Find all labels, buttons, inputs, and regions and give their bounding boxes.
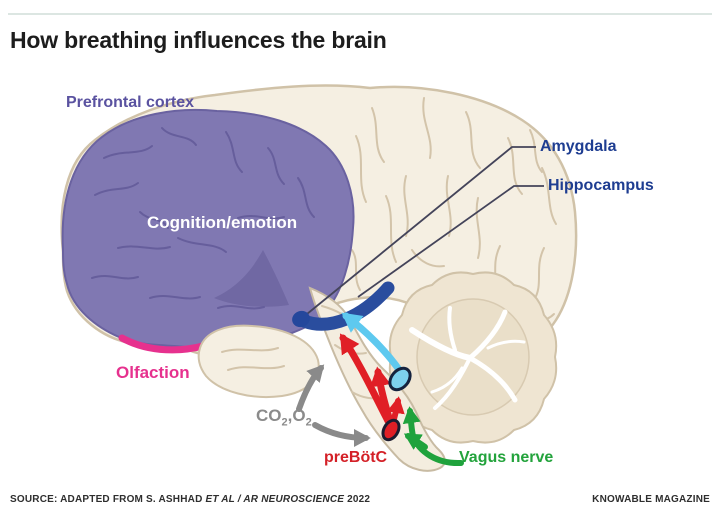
footer: SOURCE: ADAPTED FROM S. ASHHAD ET AL / A… [10, 494, 710, 505]
leader-lines [306, 146, 544, 315]
temporal-lobe [197, 324, 320, 398]
prebotc-nucleus-marker [381, 418, 401, 442]
source-credit: SOURCE: ADAPTED FROM S. ASHHAD ET AL / A… [10, 494, 371, 505]
page-title: How breathing influences the brain [10, 27, 387, 53]
amygdala-region [292, 310, 310, 328]
cerebellum [388, 271, 558, 444]
co2-arrow-right [312, 422, 371, 447]
label-prebotc: preBötC [324, 449, 388, 466]
top-divider [8, 13, 712, 15]
frontal-sulci [91, 127, 315, 310]
label-vagus-nerve: Vagus nerve [459, 449, 554, 466]
vagus-nerve-arrows [402, 406, 464, 467]
arbor-vitae [409, 306, 526, 410]
amygdala-leader-line [306, 146, 536, 315]
label-amygdala: Amygdala [540, 138, 617, 155]
label-co2-o2: CO2,O2 [256, 406, 312, 429]
hippocampus-leader-line [357, 185, 544, 298]
ascending-signal-arrow [341, 312, 404, 375]
label-prefrontal-cortex: Prefrontal cortex [66, 94, 195, 111]
frontal-lobe-region [61, 108, 355, 351]
label-hippocampus: Hippocampus [548, 177, 654, 194]
publisher-credit: KNOWABLE MAGAZINE [592, 494, 710, 505]
co2-o2-arrows [296, 364, 371, 447]
label-olfaction: Olfaction [116, 363, 190, 382]
insula-shadow [214, 250, 289, 307]
label-cognition-emotion: Cognition/emotion [147, 213, 298, 232]
nucleus-marker-blue [388, 366, 412, 392]
co2-arrow-up [296, 364, 325, 412]
